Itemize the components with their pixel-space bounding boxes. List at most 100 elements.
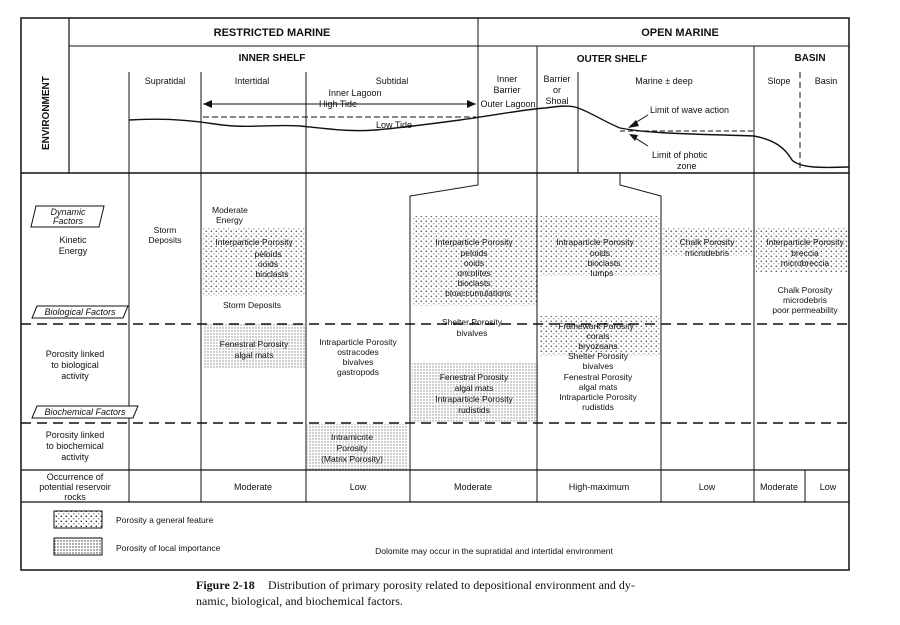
biochem-linked-1: Porosity linked	[46, 430, 105, 440]
occurrence-row: Moderate Low Moderate High-maximum Low M…	[234, 482, 837, 492]
bs-bryozoans: bryozoans	[578, 341, 617, 351]
bs-ooids: ooids	[590, 248, 610, 258]
bs-intraparticle: Intraparticle Porosity	[556, 237, 634, 247]
intertidal-fenestral: Fenestral Porosity	[220, 339, 289, 349]
photic-label-2: zone	[677, 161, 697, 171]
bs-intraparticle-2: Intraparticle Porosity	[559, 392, 637, 402]
occurrence-basin: Low	[820, 482, 837, 492]
occurrence-subtidal: Low	[350, 482, 367, 492]
legend-swatch-general	[53, 510, 103, 529]
ib-algal: algal mats	[455, 383, 494, 393]
fill-innerbarrier-interparticle	[412, 216, 538, 306]
occurrence-marine-deep: Low	[699, 482, 716, 492]
ib-oncolites: oncolites	[457, 268, 491, 278]
inner-barrier-label-1: Inner	[497, 74, 518, 84]
sea-floor-profile	[128, 105, 850, 169]
cell-content: Storm Deposits Moderate Energy Interpart…	[148, 205, 844, 464]
biochem-linked-3: activity	[61, 452, 89, 462]
ib-interparticle: Interparticle Porosity	[435, 237, 513, 247]
intertidal-peloids: peloids	[255, 249, 282, 259]
figure-caption: Figure 2-18 Distribution of primary poro…	[196, 578, 635, 608]
occurrence-inner-barrier: Moderate	[454, 482, 492, 492]
barrier-label-3: Shoal	[545, 96, 568, 106]
restricted-marine-header: RESTRICTED MARINE	[214, 27, 331, 39]
fill-basin-interparticle	[756, 228, 848, 272]
dynamic-factors-box	[30, 205, 105, 228]
bio-linked-2: to biological	[51, 360, 99, 370]
legend-swatch-local	[53, 537, 103, 556]
bs-bivalves: bivalves	[583, 361, 614, 371]
basin-breccia: breccia	[791, 248, 819, 258]
porosity-fills	[203, 216, 848, 470]
barrier-label-2: or	[553, 85, 561, 95]
fill-barrier-framework	[540, 316, 661, 356]
outer-lagoon-label: Outer Lagoon	[480, 99, 535, 109]
md-chalk: Chalk Porosity	[680, 237, 736, 247]
supratidal-label: Supratidal	[145, 76, 186, 86]
high-tide-label: High Tide	[319, 99, 357, 109]
occurrence-barrier-shoal: High-maximum	[569, 482, 630, 492]
basin-interparticle: Interparticle Porosity	[766, 237, 844, 247]
bs-bioclasts: bioclasts	[587, 258, 620, 268]
fill-marinedeep-chalk	[663, 228, 753, 256]
legend: Porosity a general feature Porosity of l…	[53, 510, 613, 556]
ib-peloids: peloids	[461, 248, 488, 258]
ib-shelter: Shelter Porosity	[442, 317, 503, 327]
fill-innerbarrier-fenestral	[412, 362, 538, 422]
biochemical-factors-box	[31, 405, 139, 419]
header-area: ENVIRONMENT RESTRICTED MARINE OPEN MARIN…	[41, 27, 826, 150]
environment-label: ENVIRONMENT	[41, 76, 52, 150]
fill-intertidal-fenestral	[203, 323, 306, 369]
wave-action-label: Limit of wave action	[650, 105, 729, 115]
slope-label: Slope	[767, 76, 790, 86]
biological-factors-box	[31, 305, 129, 319]
bs-fenestral: Fenestral Porosity	[564, 372, 633, 382]
biochem-linked-2: to biochemical	[46, 441, 104, 451]
intertidal-energy-2: Energy	[216, 215, 244, 225]
subtidal-porosity: Porosity	[337, 443, 368, 453]
bs-framework: Framework Porosity	[558, 321, 634, 331]
ib-ooids: ooids	[464, 258, 484, 268]
subtidal-intraparticle: Intraparticle Porosity	[319, 337, 397, 347]
intertidal-storm: Storm Deposits	[223, 300, 281, 310]
inner-shelf-header: INNER SHELF	[239, 53, 306, 64]
occurrence-intertidal: Moderate	[234, 482, 272, 492]
occurrence-slope: Moderate	[760, 482, 798, 492]
intertidal-interparticle: Interparticle Porosity	[215, 237, 293, 247]
subtidal-gastropods: gastropods	[337, 367, 379, 377]
caption-line-2: namic, biological, and biochemical facto…	[196, 594, 403, 608]
row-labels: Dynamic Factors Kinetic Energy Biologica…	[30, 205, 139, 502]
occurrence-label-1: Occurrence of	[47, 472, 104, 482]
biological-label: Biological Factors	[44, 307, 116, 317]
dynamic-label-1: Dynamic	[50, 207, 86, 217]
grid-lines	[20, 17, 850, 571]
intertidal-energy-1: Moderate	[212, 205, 248, 215]
low-tide-label: Low Tide	[376, 120, 412, 130]
biochemical-label: Biochemical Factors	[44, 407, 126, 417]
subtidal-label: Subtidal	[376, 76, 409, 86]
bio-linked-1: Porosity linked	[46, 349, 105, 359]
ib-rudistids: rudistids	[458, 405, 490, 415]
occurrence-label-2: potential reservoir	[39, 482, 111, 492]
photic-label-1: Limit of photic	[652, 150, 708, 160]
bs-lumps: lumps	[591, 268, 614, 278]
bs-corals: corals	[587, 331, 610, 341]
subtidal-ostracodes: ostracodes	[337, 347, 379, 357]
basin-chalk: Chalk Porosity	[778, 285, 834, 295]
bs-shelter: Shelter Porosity	[568, 351, 629, 361]
ib-fenestral: Fenestral Porosity	[440, 372, 509, 382]
barrier-label-1: Barrier	[543, 74, 570, 84]
inner-barrier-label-2: Barrier	[493, 85, 520, 95]
outer-shelf-header: OUTER SHELF	[577, 54, 648, 65]
fill-barrier-intraparticle	[540, 216, 661, 276]
md-microdebris: microdebris	[685, 248, 729, 258]
ib-bioclasts: bioclasts	[457, 278, 490, 288]
intertidal-bioclasts: bioclasts	[255, 269, 288, 279]
supratidal-cell-2: Deposits	[148, 235, 181, 245]
subtidal-intramicrite: Intramicrite	[331, 432, 373, 442]
caption-label: Figure 2-18	[196, 578, 255, 592]
bio-linked-3: activity	[61, 371, 89, 381]
ib-bivalves: bivalves	[457, 328, 488, 338]
basin-microdebris: microdebris	[783, 295, 827, 305]
